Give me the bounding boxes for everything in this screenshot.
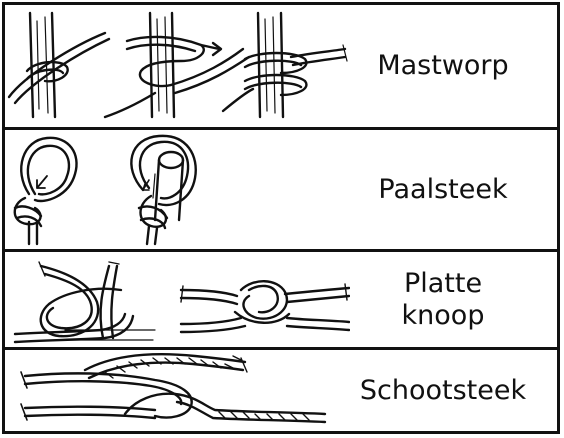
- knot-label-paalsteek: Paalsteek: [343, 130, 543, 249]
- knot-label-mastworp: Mastworp: [343, 5, 543, 127]
- clove-hitch-illustration: [5, 5, 350, 127]
- bowline-illustration: [5, 130, 350, 249]
- knot-row-mastworp: Mastworp: [5, 5, 557, 127]
- knot-label-platte-knoop: Platte knoop: [343, 252, 543, 347]
- reef-knot-illustration: [5, 252, 350, 347]
- knot-label-schootsteek: Schootsteek: [343, 350, 543, 431]
- knot-row-schootsteek: Schootsteek: [5, 347, 557, 431]
- knot-row-platte-knoop: Platte knoop: [5, 249, 557, 347]
- knot-row-paalsteek: Paalsteek: [5, 127, 557, 249]
- sheet-bend-illustration: [5, 350, 350, 431]
- knot-table: Mastworp: [2, 2, 560, 434]
